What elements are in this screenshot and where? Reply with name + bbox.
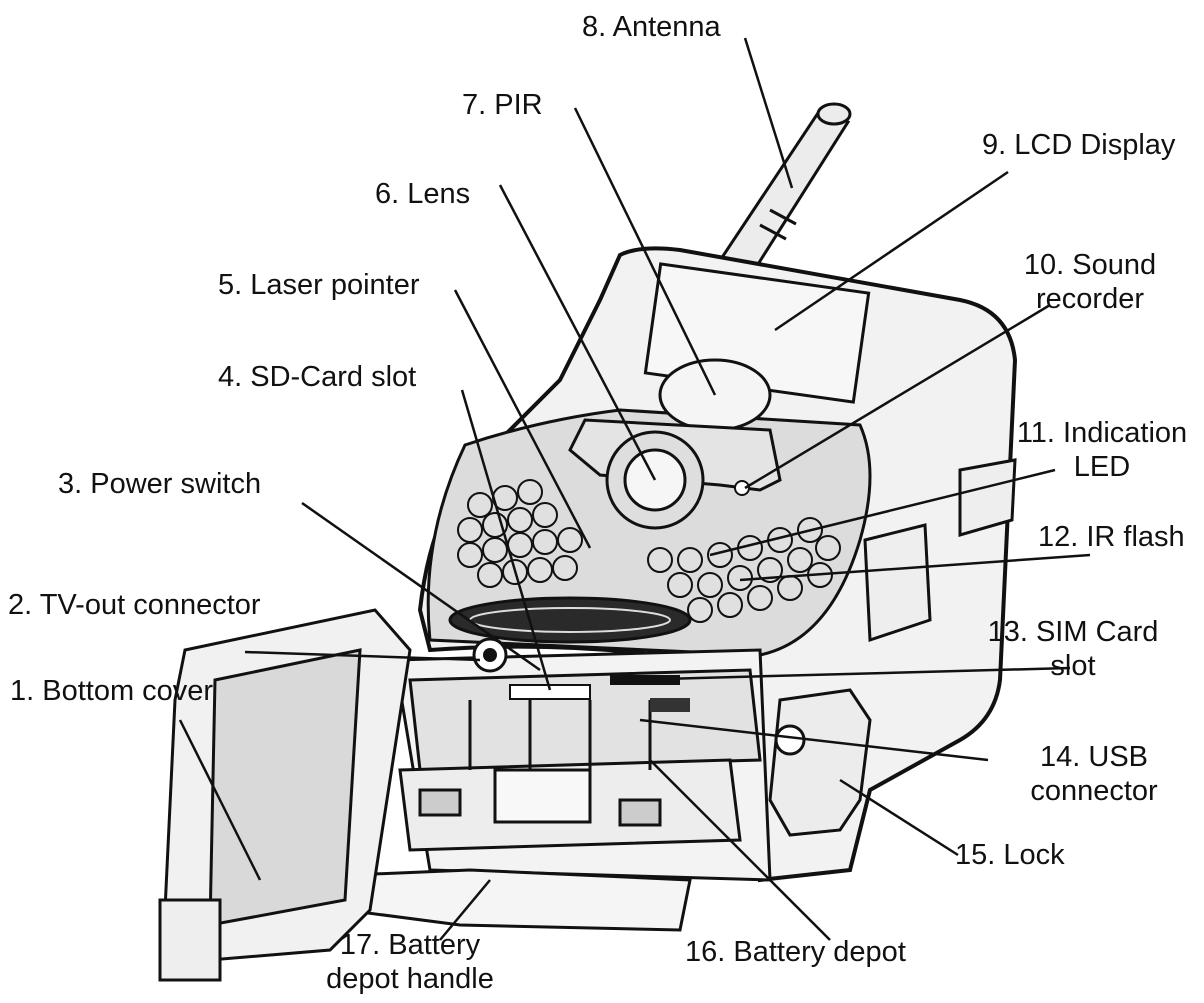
leader-15 (839, 778, 959, 857)
label-laser-pointer: 5. Laser pointer (218, 269, 420, 301)
leader-11 (709, 468, 1056, 557)
leader-10 (744, 303, 1051, 490)
label-sim-card-slot-line2: slot (1050, 650, 1096, 682)
label-sim-card-slot-line1: 13. SIM Card (987, 616, 1159, 648)
leader-2 (244, 650, 481, 662)
label-usb-connector: 14. USB connector (988, 740, 1200, 808)
label-indication-led-line1: 11. Indication (1016, 417, 1188, 449)
leader-13 (624, 666, 1071, 682)
label-sound-recorder: 10. Sound recorder (985, 248, 1195, 316)
sd-slot (509, 684, 591, 700)
label-battery-depot-handle-line2: depot handle (326, 963, 494, 995)
leader-4 (460, 389, 552, 691)
leader-5 (453, 289, 592, 549)
leader-lines (178, 37, 1091, 941)
label-tv-out-connector: 2. TV-out connector (8, 589, 261, 621)
label-antenna: 8. Antenna (582, 11, 721, 43)
leader-6 (498, 184, 657, 481)
label-sim-card-slot: 13. SIM Card slot (968, 615, 1178, 683)
label-power-switch: 3. Power switch (58, 468, 262, 500)
label-usb-connector-line1: 14. USB (1040, 741, 1148, 773)
usb-port (650, 698, 690, 712)
label-sd-card-slot: 4. SD-Card slot (218, 361, 417, 393)
label-pir: 7. PIR (462, 89, 543, 121)
leader-17 (439, 879, 491, 941)
leader-3 (301, 501, 541, 672)
logo-plate (448, 596, 692, 644)
bottom-cover (158, 608, 412, 982)
battery-handle (343, 868, 692, 932)
ir-leds (457, 479, 841, 623)
leader-12 (739, 553, 1091, 582)
label-indication-led: 11. Indication LED (1002, 416, 1202, 484)
leader-7 (573, 107, 717, 396)
sound-hole (734, 480, 750, 496)
leader-16 (649, 759, 831, 941)
label-sound-recorder-line2: recorder (1036, 283, 1144, 315)
label-indication-led-line2: LED (1073, 451, 1131, 483)
leader-1 (178, 719, 262, 881)
label-lcd-display: 9. LCD Display (982, 129, 1176, 161)
label-ir-flash: 12. IR flash (1038, 521, 1185, 553)
label-sound-recorder-line1: 10. Sound (1023, 249, 1157, 281)
label-bottom-cover: 1. Bottom cover (10, 675, 214, 707)
label-battery-depot: 16. Battery depot (685, 936, 906, 968)
leader-8 (743, 37, 794, 189)
side-vents (863, 458, 1017, 643)
label-lens: 6. Lens (375, 178, 471, 210)
label-battery-depot-handle-line1: 17. Battery (339, 929, 481, 961)
label-lock: 15. Lock (955, 839, 1065, 871)
leader-14 (639, 718, 989, 762)
antenna-shape (712, 102, 852, 282)
leader-9 (774, 170, 1009, 332)
label-usb-connector-line2: connector (1030, 775, 1158, 807)
label-battery-depot-handle: 17. Battery depot handle (300, 928, 520, 996)
